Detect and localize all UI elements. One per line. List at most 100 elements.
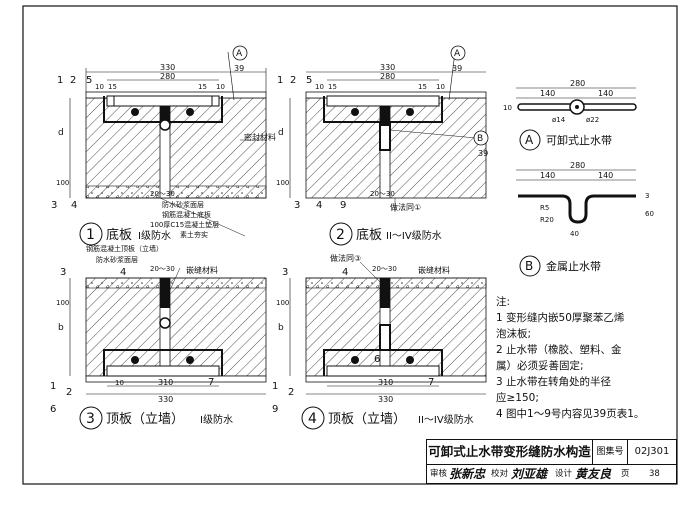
dim-10: 10 [115, 379, 124, 387]
diagram-1-floor-slab-grade1 [69, 51, 267, 237]
ref-a: A [454, 49, 461, 59]
diagram-3-roof-slab-grade1 [69, 267, 267, 395]
detail-ref-b [473, 130, 489, 146]
detail-a-removable-waterstop: 280 140 140 ø14 ø22 10 A 可卸式止水带 [503, 79, 637, 151]
detail-4-title: 顶板（立墙） [328, 412, 406, 427]
dim-20-30: 20～30 [370, 190, 395, 198]
label-9: 9 [272, 404, 278, 415]
a-width: 280 [570, 79, 585, 88]
label-6: 6 [50, 404, 56, 415]
atlas-label: 图集号 [593, 440, 628, 464]
ref-39: 39 [452, 64, 462, 73]
dim-15: 15 [328, 83, 337, 91]
b-title: 金属止水带 [546, 259, 601, 273]
dim-10: 10 [95, 83, 104, 91]
method-ref: 做法同① [390, 202, 421, 212]
note-line: 应≥150; [496, 392, 539, 404]
dim-330: 330 [160, 63, 175, 72]
layer-2: 钢筋混凝土底板 [162, 210, 211, 219]
detail-number-2 [329, 222, 353, 246]
dim-d: d [278, 128, 284, 138]
label-3: 3 [51, 200, 57, 211]
layer-1: 防水砂浆面层 [162, 200, 204, 209]
roof-label-2: 防水砂浆面层 [96, 255, 138, 264]
dim-10b: 10 [216, 83, 225, 91]
dim-330: 330 [158, 395, 173, 404]
label-1: 1 [50, 381, 56, 392]
diagram-4-roof-slab-grade2-4 [289, 261, 487, 395]
dim-20-30: 20～30 [150, 190, 175, 198]
label-7: 7 [208, 377, 214, 388]
sealant-label: 密封材料 [244, 132, 276, 142]
roof-label-1: 钢筋混凝土顶板（立墙） [86, 244, 163, 253]
detail-1-title: 底板 [106, 227, 132, 243]
dim-100: 100 [56, 299, 69, 307]
label-7: 7 [428, 377, 434, 388]
design-signature: 黄友良 [575, 467, 612, 481]
layer-4: 素土夯实 [180, 230, 208, 239]
b-r5: R5 [540, 204, 549, 212]
label-4: 4 [71, 200, 77, 211]
b-140b: 140 [598, 171, 613, 180]
detail-number-3 [79, 406, 103, 430]
label-3: 3 [294, 200, 300, 211]
b-3: 3 [645, 192, 649, 200]
label-2: 2 [70, 75, 76, 86]
dim-280: 280 [380, 72, 395, 81]
label-2: 2 [66, 387, 72, 398]
caulk-label: 嵌缝材料 [186, 265, 218, 275]
notes-block: 注: 1 变形缝内嵌50厚聚苯乙烯 泡沫板; 2 止水带（橡胶、塑料、金 属）必… [496, 294, 686, 422]
ref-39: 39 [234, 64, 244, 73]
page-label: 页 [621, 469, 630, 479]
caulk-label: 嵌缝材料 [418, 265, 450, 275]
note-line: 2 止水带（橡胶、塑料、金 [496, 344, 622, 356]
a-140a: 140 [540, 89, 555, 98]
label-4: 4 [316, 200, 322, 211]
detail-a-badge [519, 129, 541, 151]
a-140b: 140 [598, 89, 613, 98]
detail-b-metal-waterstop: 280 140 140 R5 R20 40 60 3 B 金属止水带 [516, 161, 654, 277]
detail-4-number: 4 [308, 411, 317, 427]
detail-ref-a [450, 45, 466, 61]
label-1: 1 [57, 75, 63, 86]
atlas-number: 02J301 [634, 446, 670, 457]
dim-310: 310 [378, 378, 393, 387]
dim-310: 310 [158, 378, 173, 387]
note-line: 3 止水带在转角处的半径 [496, 376, 612, 388]
dim-15b: 15 [198, 83, 207, 91]
b-r20: R20 [540, 216, 554, 224]
ref-b: B [477, 134, 483, 144]
a-10: 10 [503, 104, 512, 112]
b-letter: B [525, 259, 533, 273]
label-4: 4 [342, 267, 348, 278]
a-title: 可卸式止水带 [546, 133, 612, 147]
diagram-3-labels: 钢筋混凝土顶板（立墙） 防水砂浆面层 20～30 嵌缝材料 3 4 b 100 … [50, 244, 233, 430]
b-60: 60 [645, 210, 654, 218]
label-9: 9 [340, 200, 346, 211]
check-label: 校对 [491, 469, 509, 479]
detail-number-1 [79, 222, 103, 246]
title-block: 可卸式止水带变形缝防水构造 图集号 02J301 审核 张新忠 校对 刘亚雄 设… [426, 439, 677, 484]
label-4: 4 [120, 267, 126, 278]
dim-100: 100 [276, 299, 289, 307]
design-label: 设计 [555, 469, 573, 479]
dim-10: 10 [315, 83, 324, 91]
drawing-title: 可卸式止水带变形缝防水构造 [427, 440, 593, 464]
label-2: 2 [288, 387, 294, 398]
diagram-4-labels: 做法同③ 20～30 嵌缝材料 3 4 b 100 1 2 6 310 330 … [272, 253, 474, 430]
note-line: 4 图中1～9号内容见39页表1。 [496, 408, 645, 420]
diagram-1-labels: 1 2 5 330 280 15 10 15 10 d 100 20～30 密封… [51, 45, 276, 246]
detail-b-badge [519, 255, 541, 277]
b-140a: 140 [540, 171, 555, 180]
method-ref-3: 做法同③ [330, 253, 361, 263]
detail-3-sub: I级防水 [200, 413, 233, 426]
ref-a: A [236, 49, 243, 59]
label-6: 6 [374, 354, 380, 365]
detail-3-number: 3 [86, 411, 95, 427]
detail-1-sub: I级防水 [138, 229, 171, 242]
label-5: 5 [86, 75, 92, 86]
b-width: 280 [570, 161, 585, 170]
detail-1-number: 1 [86, 227, 95, 243]
label-3: 3 [60, 267, 66, 278]
